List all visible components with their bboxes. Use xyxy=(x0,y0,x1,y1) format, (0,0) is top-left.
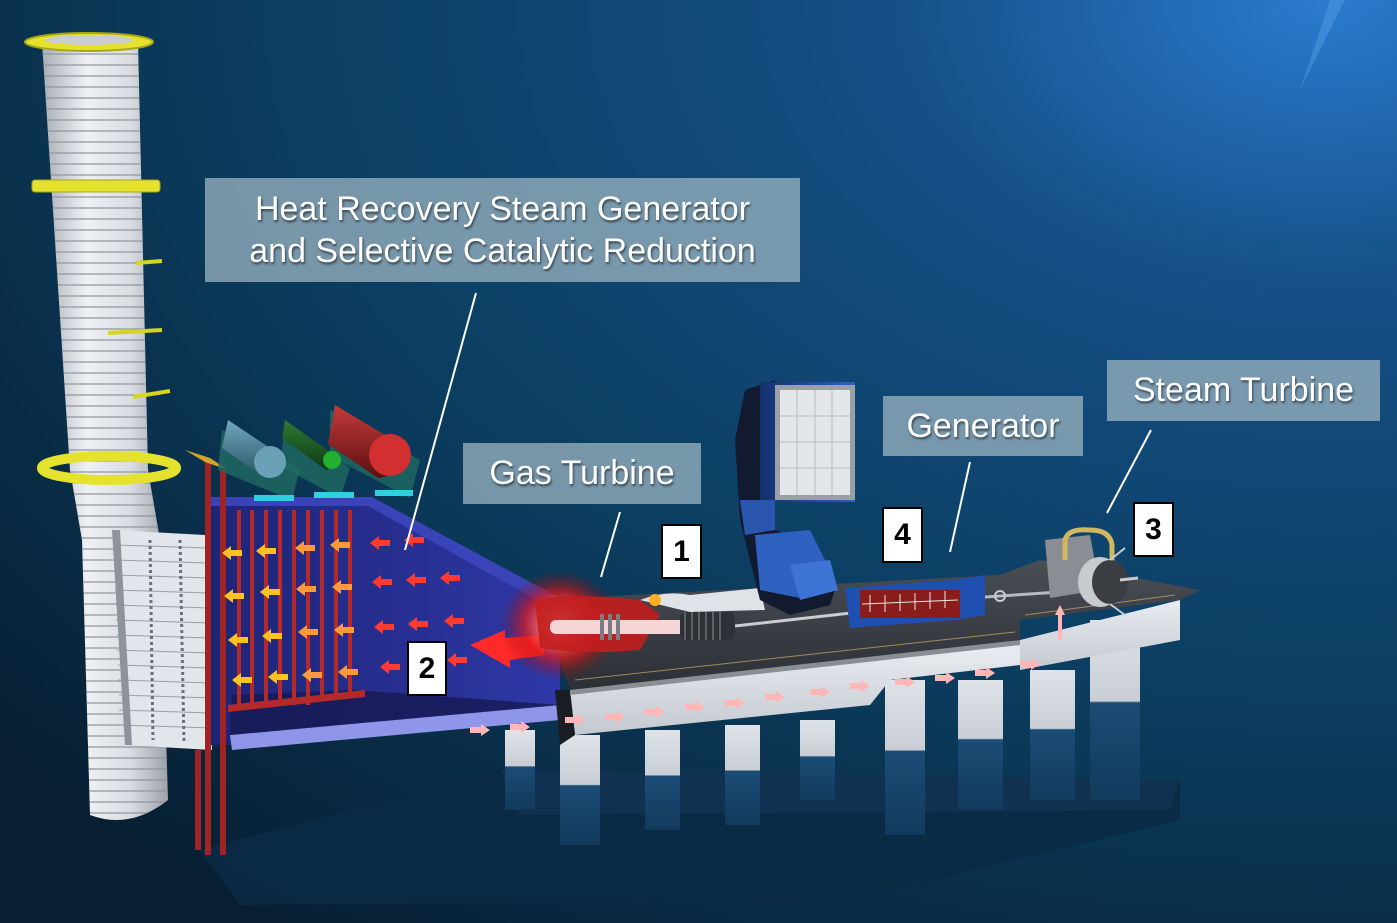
hrsg-label: Heat Recovery Steam Generator and Select… xyxy=(205,178,800,282)
steam-drums xyxy=(218,405,420,501)
hrsg-label-line2: and Selective Catalytic Reduction xyxy=(249,232,756,270)
air-intake xyxy=(735,380,855,615)
hrsg-label-line1: Heat Recovery Steam Generator xyxy=(254,190,751,228)
hrsg-leader-line xyxy=(404,292,477,551)
callout-2-hrsg-flow: 2 xyxy=(407,641,447,696)
callout-4-generator: 4 xyxy=(882,507,923,563)
generator-leader-line xyxy=(949,461,971,553)
callout-3-steam-turbine: 3 xyxy=(1133,502,1174,557)
steam-turbine-leader-line xyxy=(1106,429,1152,514)
steam-turbine xyxy=(1045,527,1139,616)
generator-label: Generator xyxy=(883,396,1083,456)
steam-turbine-label: Steam Turbine xyxy=(1107,360,1380,421)
gas-turbine-leader-line xyxy=(600,511,621,578)
gas-turbine xyxy=(500,570,861,680)
gas-turbine-label: Gas Turbine xyxy=(463,443,701,504)
callout-1-gas-turbine: 1 xyxy=(661,524,702,579)
leader-lines xyxy=(404,292,1152,578)
scr-louver-panel xyxy=(112,530,213,750)
